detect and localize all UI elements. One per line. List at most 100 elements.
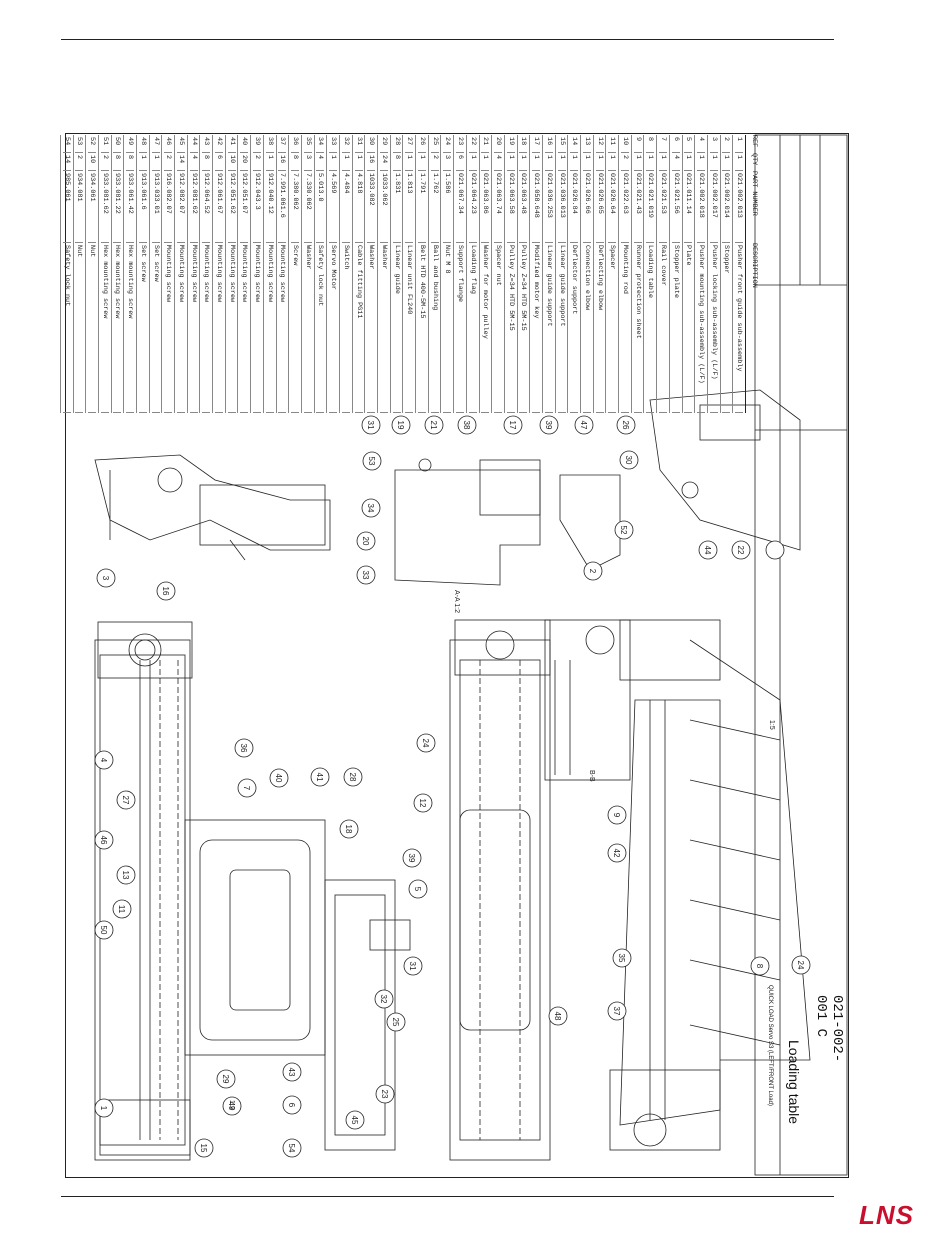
parts-list-cell: 3	[443, 153, 452, 171]
callout-number: 24	[421, 739, 430, 748]
parts-list-cell: 25	[430, 135, 439, 153]
parts-list-cell: Rail cover	[659, 243, 668, 413]
parts-list-cell: 021.022.63	[620, 171, 629, 243]
parts-list-cell: Washer	[379, 243, 388, 413]
parts-list-cell: Deflector support	[570, 243, 579, 413]
parts-list-cell: 2	[430, 153, 439, 171]
parts-list-cell: Nut	[75, 243, 84, 413]
parts-list-cell: 47	[151, 135, 160, 153]
parts-list-cell: Washer for motor pulley	[481, 243, 490, 413]
callout-number: 47	[579, 421, 588, 430]
parts-list-cell: 51	[100, 135, 109, 153]
parts-list-cell: Cable fitting PG11	[354, 243, 363, 413]
callout-number: 37	[612, 1007, 621, 1016]
parts-list-cell: 4	[697, 135, 706, 153]
parts-list-cell: 1	[417, 153, 426, 171]
callout-bubble	[408, 879, 428, 899]
parts-list-cell: 1	[532, 153, 541, 171]
parts-list-cell: 933.061.42	[126, 171, 135, 243]
parts-list-cell: 46	[164, 135, 173, 153]
callout-number: 53	[367, 457, 376, 466]
parts-list-cell: 4	[316, 153, 325, 171]
parts-list-cell: Mounting screw	[214, 243, 223, 413]
parts-list-cell: 021.026.64	[608, 171, 617, 243]
parts-list-cell: 20	[494, 135, 503, 153]
view-label: A-A 1:2	[453, 590, 460, 613]
parts-list-cell: Safety lock nut	[316, 243, 325, 413]
parts-list-cell: 7.380.062	[291, 171, 300, 243]
callout-bubble	[156, 581, 176, 601]
parts-list-cell: Deflecting elbow	[595, 243, 604, 413]
parts-list-cell: 021.067.34	[456, 171, 465, 243]
parts-list-cell: 912.081.62	[189, 171, 198, 243]
callout-bubble	[361, 415, 381, 435]
callout-number: 48	[553, 1012, 562, 1021]
parts-list-cell: 4.818	[354, 171, 363, 243]
callout-number: 20	[361, 537, 370, 546]
callout-bubble	[731, 540, 751, 560]
parts-list-cell: 912.040.12	[265, 171, 274, 243]
parts-list-cell: Mounting screw	[189, 243, 198, 413]
parts-list-cell: 53	[75, 135, 84, 153]
parts-list-cell: Stopper	[722, 243, 731, 413]
parts-list-cell: 2	[164, 153, 173, 171]
parts-list-cell: 913.033.01	[151, 171, 160, 243]
callout-bubble	[282, 1138, 302, 1158]
callout-number: 30	[624, 456, 633, 465]
parts-list-cell: 4.484	[341, 171, 350, 243]
parts-list-cell: 27	[405, 135, 414, 153]
callout-bubble	[413, 793, 433, 813]
callout-number: 40	[274, 774, 283, 783]
parts-list-cell: 1	[595, 153, 604, 171]
callout-bubble	[96, 568, 116, 588]
footer-rule	[61, 1196, 834, 1197]
callout-number: 44	[703, 546, 712, 555]
parts-list-cell: Mounting rod	[620, 243, 629, 413]
parts-list-cell: 10	[88, 153, 97, 171]
callout-number: 46	[99, 836, 108, 845]
callout-number: 8	[755, 964, 764, 969]
callout-number: 42	[612, 849, 621, 858]
parts-list-cell: 5.013.0	[316, 171, 325, 243]
callout-bubble	[222, 1096, 242, 1116]
callout-number: 49	[227, 1102, 236, 1111]
parts-list-column-header: QTY	[750, 153, 758, 166]
callout-bubble	[539, 415, 559, 435]
callout-number: 31	[366, 421, 375, 430]
parts-list-cell: 14	[176, 153, 185, 171]
callout-bubble	[607, 805, 627, 825]
parts-list-cell: 934.061	[88, 171, 97, 243]
callout-number: 35	[617, 954, 626, 963]
view-label: 1:2	[228, 1100, 235, 1110]
callout-bubble	[339, 819, 359, 839]
parts-list-cell: 28	[392, 135, 401, 153]
parts-list-cell: 24	[443, 135, 452, 153]
callout-number: 54	[287, 1144, 296, 1153]
parts-list-cell: 021.021.53	[659, 171, 668, 243]
parts-list-cell: 1	[354, 153, 363, 171]
callout-number: 41	[315, 773, 324, 782]
parts-list-cell: 1	[684, 153, 693, 171]
parts-list-cell: 18	[519, 135, 528, 153]
parts-list-cell: 1	[570, 153, 579, 171]
callout-bubble	[750, 956, 770, 976]
parts-list-cell: Linear guide	[392, 243, 401, 413]
parts-list-cell: 1	[557, 153, 566, 171]
parts-list-cell: Linear unit FL240	[405, 243, 414, 413]
parts-list-cell: Hex mounting screw	[100, 243, 109, 413]
callout-number: 36	[239, 744, 248, 753]
parts-list-column-header: DESCRIPTION	[750, 243, 758, 288]
parts-list-cell: Ball and bushing	[430, 243, 439, 413]
parts-list-cell: 36	[291, 135, 300, 153]
